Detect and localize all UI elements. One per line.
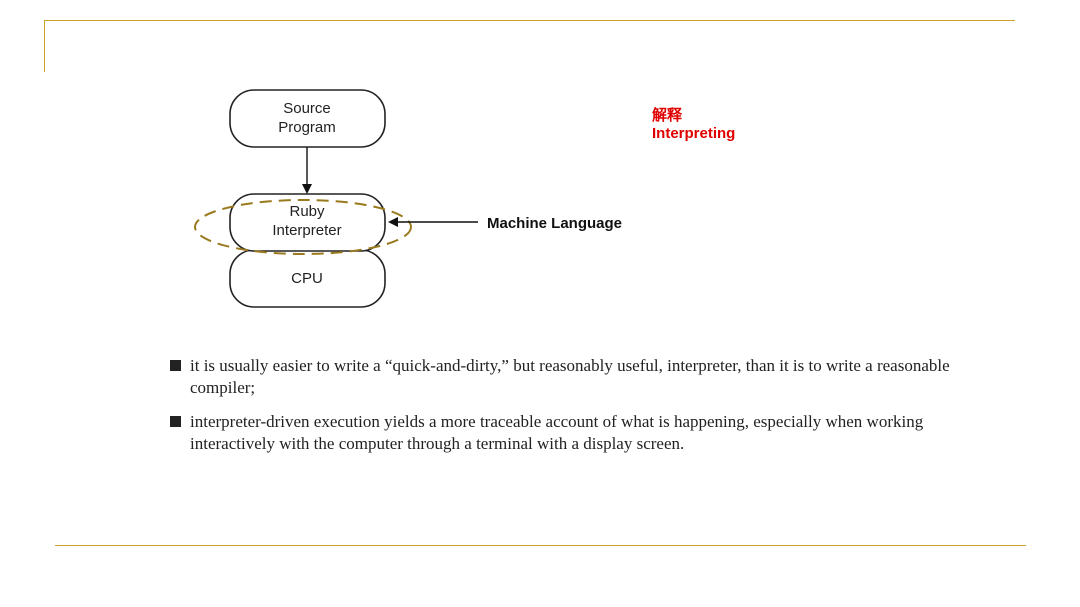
bullet-list: it is usually easier to write a “quick-a… (170, 355, 950, 467)
ruby-interpreter-label-line1: Ruby (289, 203, 325, 220)
dashed-highlight-ellipse (194, 199, 412, 255)
bullet-item: interpreter-driven execution yields a mo… (170, 411, 950, 455)
ruby-interpreter-node (229, 193, 386, 252)
annotation-english: Interpreting (652, 125, 736, 142)
source-program-label-line2: Program (278, 119, 336, 136)
top-rule (44, 20, 1015, 21)
left-rule (44, 20, 45, 72)
ruby-interpreter-label-line2: Interpreter (272, 222, 341, 239)
bullet-text: it is usually easier to write a “quick-a… (190, 356, 950, 397)
interpreting-annotation: 解释 Interpreting (652, 107, 735, 143)
source-program-label-line1: Source (283, 100, 331, 117)
bullet-item: it is usually easier to write a “quick-a… (170, 355, 950, 399)
annotation-chinese: 解释 (652, 107, 683, 124)
bottom-rule (55, 545, 1026, 546)
bullet-text: interpreter-driven execution yields a mo… (190, 412, 924, 453)
machine-language-label: Machine Language (487, 215, 622, 232)
interpreter-diagram: Source Program CPU Ruby Interpreter Mach… (194, 89, 622, 308)
bullet-square-icon (170, 360, 181, 371)
bullet-square-icon (170, 416, 181, 427)
cpu-label: CPU (291, 270, 323, 287)
